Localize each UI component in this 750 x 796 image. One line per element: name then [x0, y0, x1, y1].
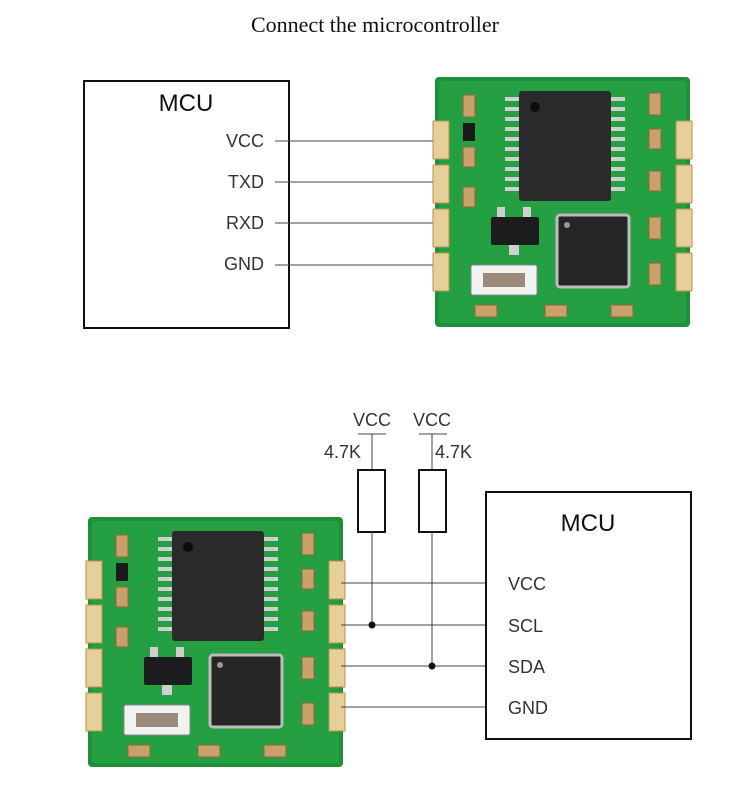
pullup-2-value: 4.7K: [435, 442, 472, 462]
i2c-pin-sda: SDA: [508, 657, 545, 677]
page-title: Connect the microcontroller: [250, 12, 500, 37]
uart-pin-txd: TXD: [228, 172, 264, 192]
uart-mcu-box: [83, 80, 290, 329]
uart-wires: [275, 140, 440, 266]
i2c-pin-vcc: VCC: [508, 574, 546, 594]
scl-junction-dot: [368, 621, 376, 629]
i2c-pin-scl: SCL: [508, 616, 543, 636]
sensor-module-bottom: [84, 515, 347, 769]
uart-pin-gnd: GND: [224, 254, 264, 274]
uart-pin-vcc: VCC: [226, 131, 264, 151]
i2c-wires: [341, 433, 498, 708]
sensor-module-top: [431, 75, 694, 329]
uart-mcu-label: MCU: [159, 90, 214, 117]
i2c-pin-gnd: GND: [508, 698, 548, 718]
pullup-2-supply: VCC: [413, 410, 451, 430]
pullup-1-value: 4.7K: [324, 442, 361, 462]
i2c-mcu-box: [485, 491, 692, 740]
sda-junction-dot: [428, 662, 436, 670]
uart-pin-rxd: RXD: [226, 213, 264, 233]
i2c-mcu-label: MCU: [561, 510, 616, 537]
pullup-1-supply: VCC: [353, 410, 391, 430]
